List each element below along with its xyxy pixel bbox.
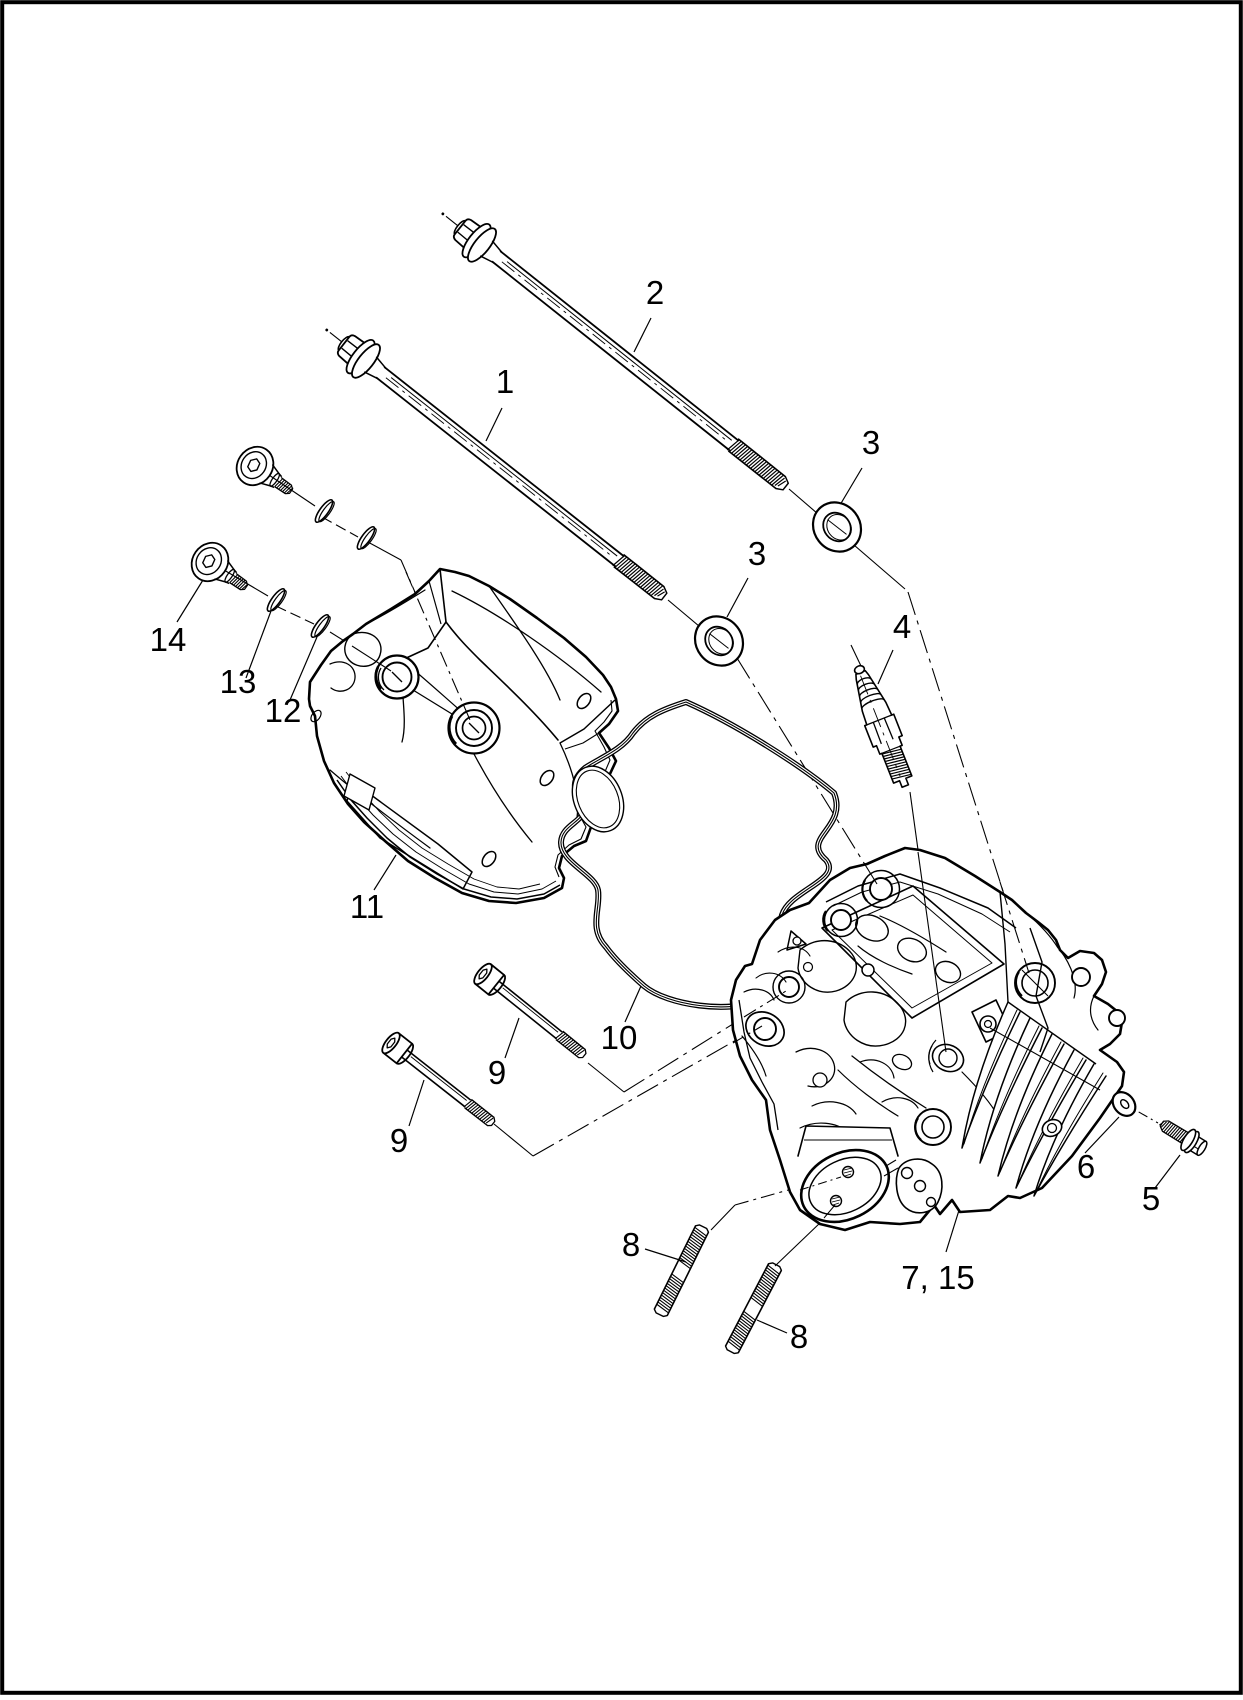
svg-text:11: 11 (350, 888, 384, 925)
svg-text:7, 15: 7, 15 (901, 1259, 974, 1296)
svg-text:9: 9 (488, 1054, 506, 1091)
svg-text:4: 4 (893, 608, 911, 645)
svg-text:13: 13 (220, 663, 257, 700)
svg-text:8: 8 (622, 1226, 640, 1263)
svg-text:9: 9 (390, 1122, 408, 1159)
svg-text:5: 5 (1142, 1180, 1160, 1217)
svg-text:2: 2 (646, 274, 664, 311)
svg-text:1: 1 (496, 363, 514, 400)
svg-text:6: 6 (1077, 1148, 1095, 1185)
svg-text:3: 3 (862, 424, 880, 461)
svg-text:14: 14 (150, 621, 187, 658)
svg-text:12: 12 (265, 692, 302, 729)
svg-text:10: 10 (601, 1019, 638, 1056)
svg-text:3: 3 (748, 535, 766, 572)
svg-text:8: 8 (790, 1318, 808, 1355)
